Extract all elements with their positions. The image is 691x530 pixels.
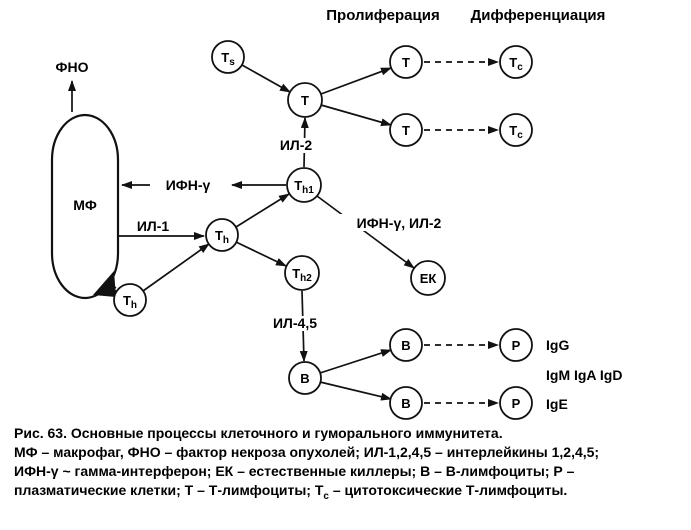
label-backplate-il45 xyxy=(264,316,326,331)
arrow-b-to-b-bottom xyxy=(319,381,392,401)
caption-line-4a: плазматические клетки; Т – Т-лимфоциты; … xyxy=(14,482,324,498)
header-differentiation: Дифференциация xyxy=(471,7,606,24)
caption-line-2: МФ – макрофаг, ФНО – фактор некроза опух… xyxy=(14,444,600,460)
arrow-th-to-th1 xyxy=(235,193,290,228)
cell-p-top xyxy=(499,328,533,362)
cell-ek xyxy=(410,260,446,296)
arrow-t-to-t-top xyxy=(320,67,392,95)
cell-th2 xyxy=(284,255,320,291)
caption-line-3: ИФН-γ ~ гамма-интерферон; ЕК – естествен… xyxy=(14,463,575,479)
cell-b-bottom xyxy=(389,386,423,420)
cell-t-prolif-top xyxy=(389,45,423,79)
arrow-th-to-th2 xyxy=(235,241,287,267)
cell-t-central-label: Т xyxy=(301,93,309,108)
caption-title: Основные процессы клеточного и гуморальн… xyxy=(70,425,503,441)
immunity-diagram: Пролиферация Дифференциация ФНО ИЛ-2 ИФН… xyxy=(50,7,622,420)
arrow-ts-to-t xyxy=(241,64,291,93)
cell-ek-label: ЕК xyxy=(420,271,437,286)
cell-th1 xyxy=(286,167,322,203)
cell-th-lower xyxy=(113,283,147,317)
cell-tc-bottom-label: Tc xyxy=(509,123,523,141)
arrow-thlower-to-th xyxy=(142,243,210,292)
cell-ts xyxy=(211,40,245,74)
cell-b-central xyxy=(288,361,322,395)
caption-tc-subscript: с xyxy=(323,490,329,502)
cell-p-bottom-label: Р xyxy=(512,396,521,411)
label-il45: ИЛ-4,5 xyxy=(273,315,317,331)
figure-number: Рис. 63. xyxy=(14,425,67,441)
macrophage-cell xyxy=(50,113,120,300)
cell-t-prolif-bottom-label: Т xyxy=(402,123,410,138)
cell-tc-top xyxy=(499,45,533,79)
cell-b-central-label: В xyxy=(300,371,309,386)
cell-th-label: Th xyxy=(215,228,229,246)
label-backplate-il2 xyxy=(274,138,318,153)
cell-th-lower-label: Th xyxy=(123,293,137,311)
cell-th xyxy=(205,218,239,252)
cell-ts-label: Ts xyxy=(221,50,235,68)
cell-mf-label: МФ xyxy=(73,197,97,213)
cells xyxy=(113,40,533,420)
cell-t-prolif-bottom xyxy=(389,113,423,147)
cell-p-bottom xyxy=(499,386,533,420)
caption-line-1: Рис. 63. Основные процессы клеточного и … xyxy=(14,424,684,443)
cell-tc-top-label: Tc xyxy=(509,55,523,73)
label-ifn-gamma: ИФН-γ xyxy=(166,177,211,193)
caption-line-4: плазматические клетки; Т – Т-лимфоциты; … xyxy=(14,481,684,506)
cell-th1-label: Th1 xyxy=(294,178,314,196)
arrow-th1-to-ek xyxy=(316,195,415,269)
label-igg: IgG xyxy=(546,337,569,353)
caption-line-4b: – цитотоксические Т-лимфоциты. xyxy=(328,482,568,498)
cell-th2-label: Th2 xyxy=(292,266,312,284)
arrow-thlower-to-mf xyxy=(105,284,118,294)
arrow-t-to-t-bottom xyxy=(320,104,392,127)
arrows xyxy=(68,58,499,407)
label-ige: IgE xyxy=(546,396,568,412)
arrow-b-to-b-top xyxy=(319,349,392,374)
label-il1: ИЛ-1 xyxy=(137,218,170,234)
label-igm-iga-igd: IgM IgA IgD xyxy=(546,367,622,383)
figure-caption: Рис. 63. Основные процессы клеточного и … xyxy=(14,424,684,506)
cell-tc-bottom xyxy=(499,113,533,147)
label-ifn-il2: ИФН-γ, ИЛ-2 xyxy=(357,215,442,231)
cell-b-top xyxy=(389,328,423,362)
cell-b-bottom-label: В xyxy=(401,396,410,411)
cell-t-prolif-top-label: Т xyxy=(402,55,410,70)
cell-t-central xyxy=(287,82,323,118)
cell-p-top-label: Р xyxy=(512,338,521,353)
label-backplate-ifn-il2 xyxy=(336,214,462,231)
label-tnf: ФНО xyxy=(56,59,89,75)
cell-b-top-label: В xyxy=(401,338,410,353)
header-proliferation: Пролиферация xyxy=(326,7,439,24)
figure-diagram: Пролиферация Дифференциация ФНО ИЛ-2 ИФН… xyxy=(50,7,622,420)
label-il2: ИЛ-2 xyxy=(280,137,313,153)
